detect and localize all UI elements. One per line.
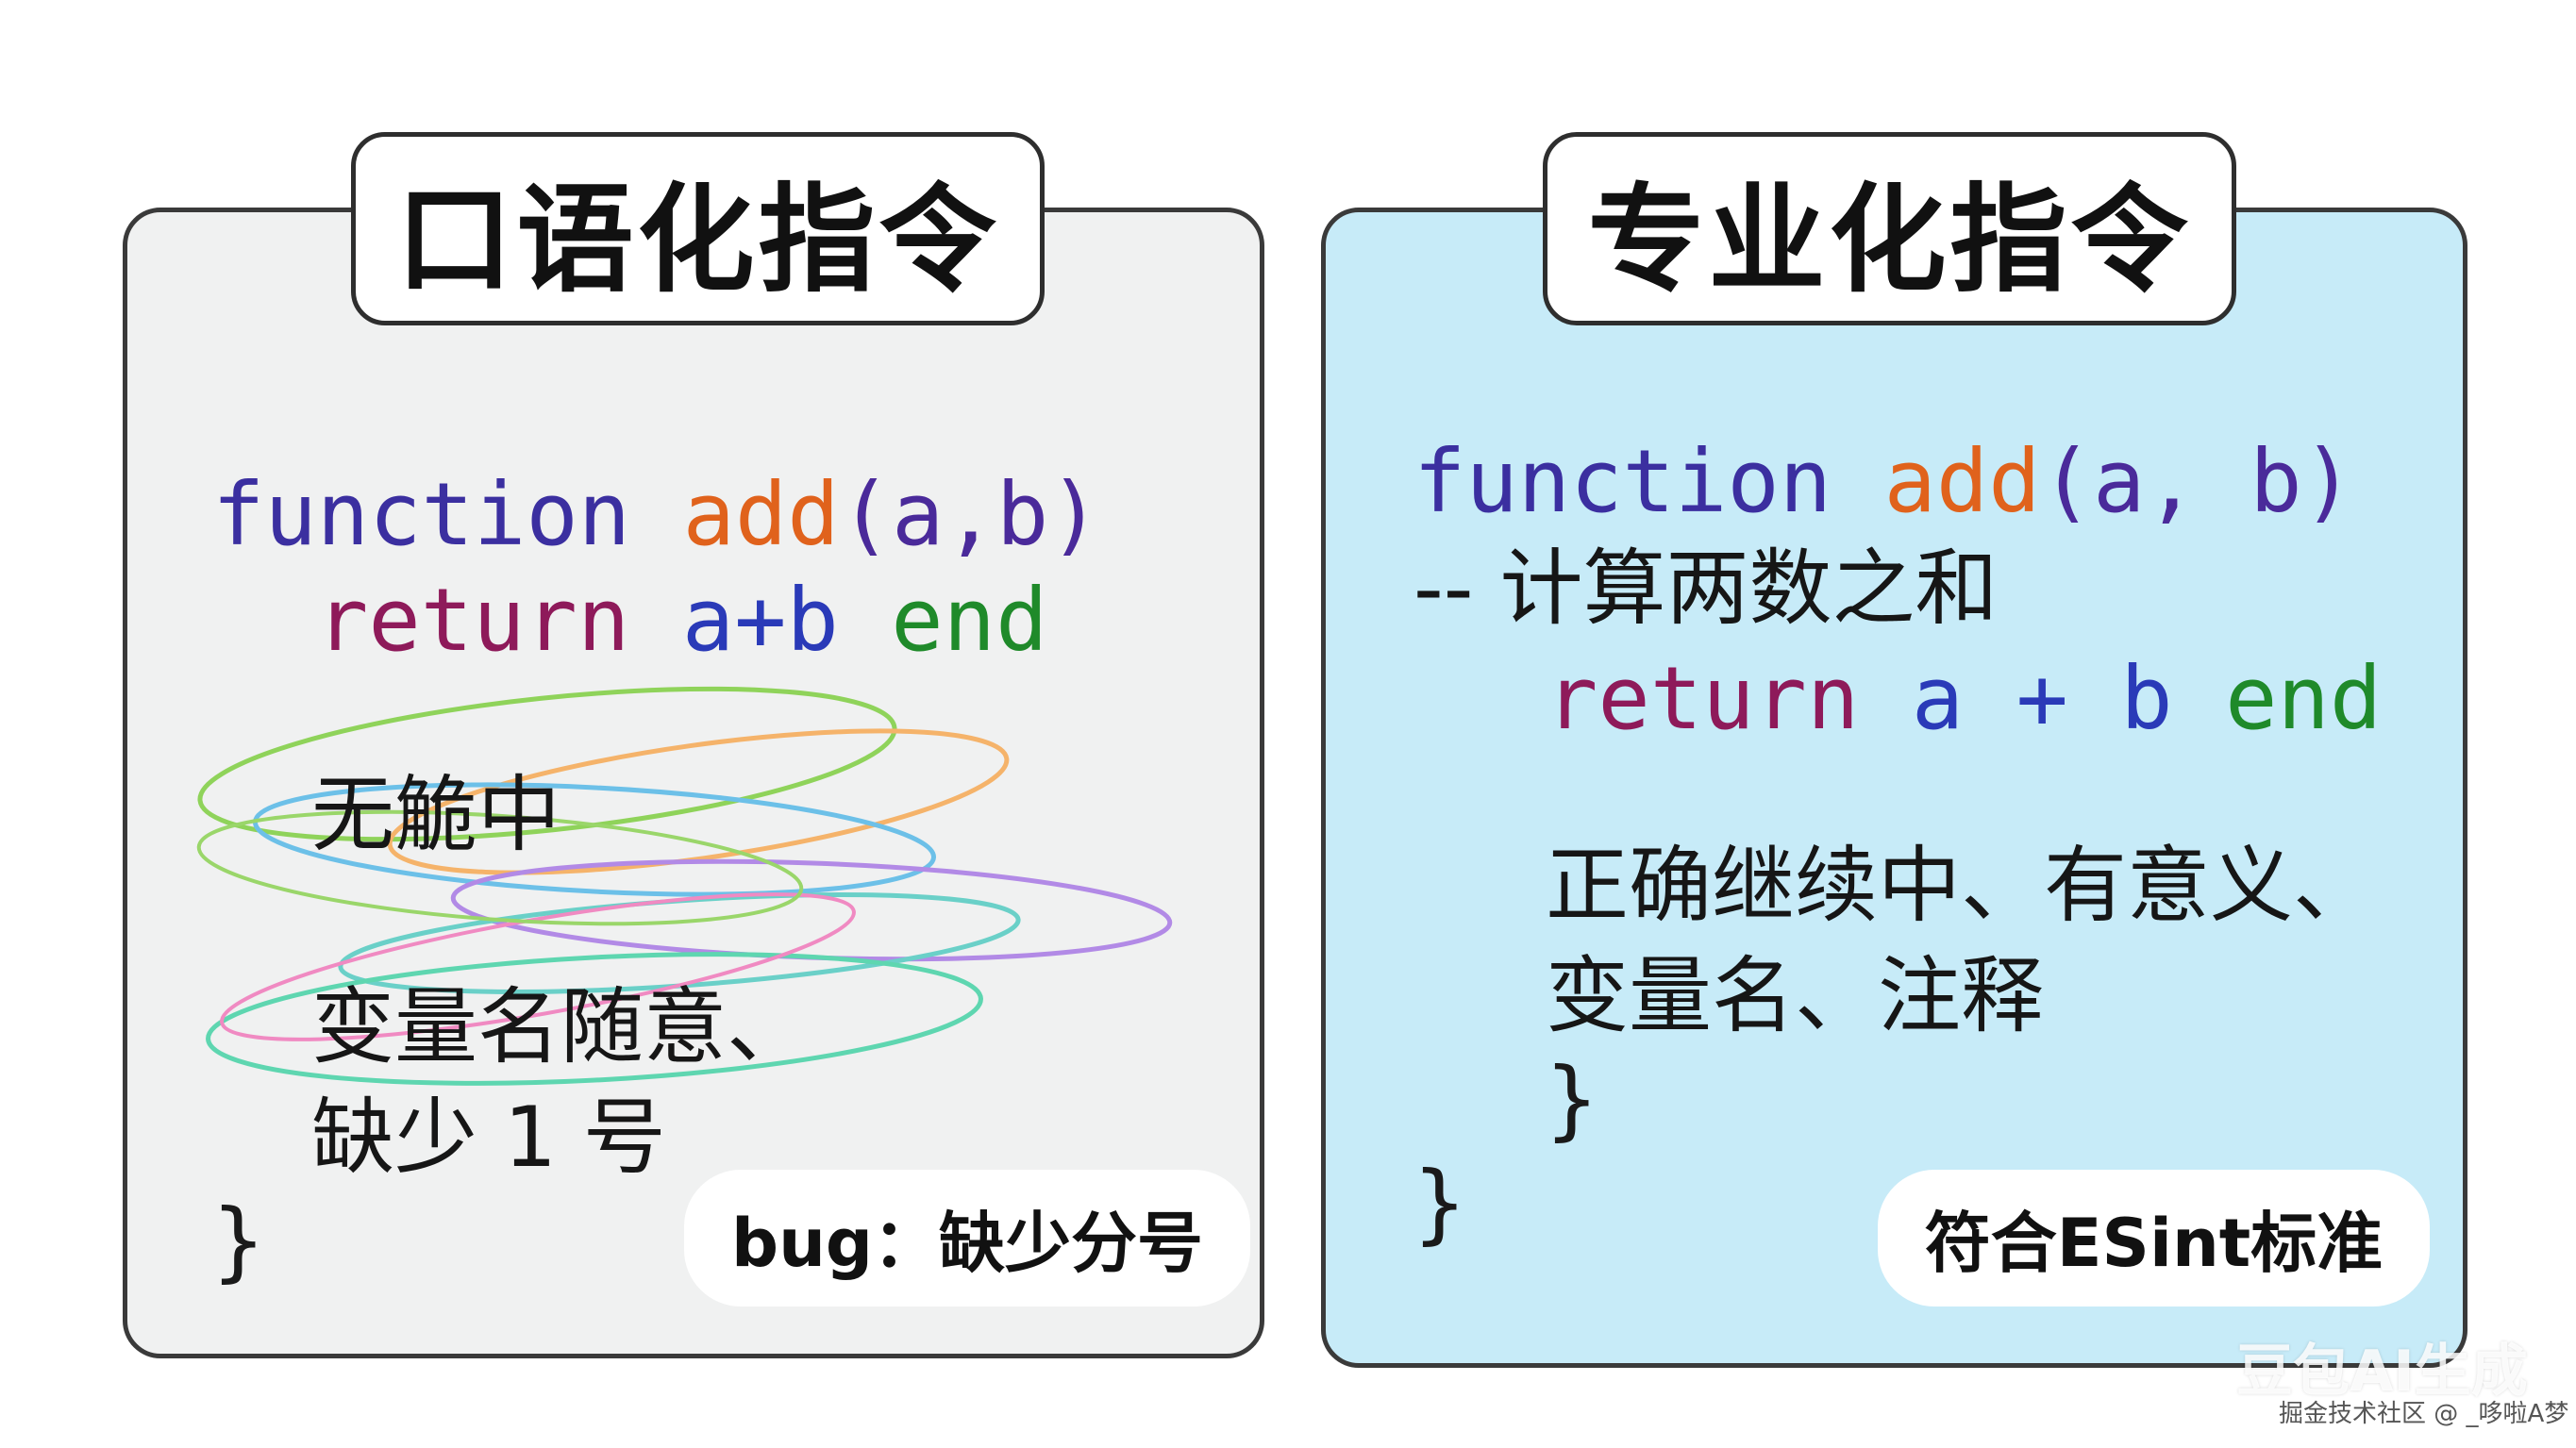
right-return-expr: a + b <box>1911 648 2173 749</box>
right-function-params: (a, b) <box>2040 431 2355 532</box>
left-code-line-1: function add(a,b) <box>212 472 1101 558</box>
right-closing-brace: } <box>1413 1153 1466 1254</box>
right-keyword-return: return <box>1546 648 1860 749</box>
left-panel <box>123 208 1264 1358</box>
scribble-strikethrough <box>196 686 1173 1086</box>
left-closing-brace: } <box>212 1190 265 1291</box>
right-comment: -- 计算两数之和 <box>1413 540 1999 637</box>
left-code-line-2: return a+b end <box>316 577 1047 664</box>
left-note-3: 缺少 1 号 <box>311 1089 666 1186</box>
left-note-2: 变量名随意、 <box>311 978 811 1075</box>
right-badge: 符合ESint标准 <box>1878 1170 2430 1307</box>
left-function-params: (a,b) <box>839 464 1101 565</box>
left-badge: bug：缺少分号 <box>684 1170 1250 1307</box>
left-keyword-function: function <box>212 464 631 565</box>
right-code-line-3: return a + b end <box>1546 656 2382 742</box>
right-panel-title: 专业化指令 <box>1543 132 2236 325</box>
left-return-expr: a+b <box>681 570 839 671</box>
left-keyword-end: end <box>891 570 1048 671</box>
right-note-1: 正确继续中、有意义、 <box>1546 837 2377 934</box>
right-code-line-1: function add(a, b) <box>1413 439 2354 525</box>
right-keyword-end: end <box>2225 648 2383 749</box>
right-keyword-function: function <box>1413 431 1832 532</box>
right-note-2: 变量名、注释 <box>1546 947 2045 1044</box>
left-function-name: add <box>682 464 840 565</box>
right-inner-closing-brace: } <box>1546 1049 1598 1150</box>
left-keyword-return: return <box>316 570 630 671</box>
right-function-name: add <box>1883 431 2041 532</box>
left-note-1: 无觤中 <box>311 766 561 863</box>
left-panel-title: 口语化指令 <box>351 132 1045 325</box>
watermark-logo: 豆包AI生成 <box>2236 1339 2528 1405</box>
watermark-source: 掘金技术社区 @ _哆啦A梦 <box>2279 1400 2569 1428</box>
